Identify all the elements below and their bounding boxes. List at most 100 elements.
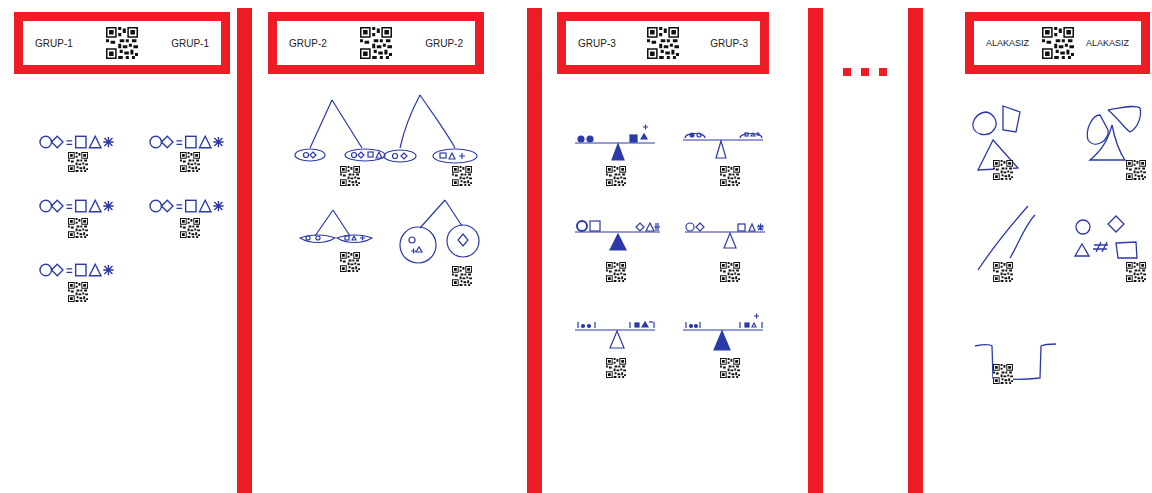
seesaw-sketches	[714, 331, 730, 350]
seesaw-sketches	[690, 133, 694, 137]
qr-codes	[68, 282, 88, 302]
seesaw-sketches	[683, 329, 763, 330]
seesaw-sketches	[654, 223, 660, 231]
unrelated-sketches	[1003, 106, 1020, 132]
tree-sketches	[345, 149, 385, 161]
tree-sketches	[360, 236, 365, 241]
tree-sketches	[352, 236, 356, 240]
divider-bars	[237, 8, 252, 493]
seesaw-sketches	[740, 322, 762, 328]
seesaw-sketches	[636, 223, 644, 231]
seesaw-sketches	[630, 322, 654, 328]
seesaw-sketches	[686, 322, 700, 328]
tree-sketches	[310, 152, 316, 158]
tree-sketches	[409, 237, 415, 243]
qr-codes	[720, 262, 740, 282]
tree-sketches	[376, 152, 382, 158]
group-label: GRUP-3	[710, 38, 748, 49]
seesaw-sketches	[590, 221, 600, 231]
divider-bars	[908, 8, 923, 493]
qr-code	[647, 27, 679, 59]
tree-sketches	[358, 152, 364, 158]
qr-codes	[993, 262, 1013, 282]
seesaw-sketches	[578, 136, 584, 142]
seesaw-sketches	[757, 224, 764, 231]
tree-sketches	[401, 153, 407, 159]
group-label: GRUP-2	[425, 38, 463, 49]
tree-sketches	[400, 227, 436, 263]
seesaw-sketches	[649, 321, 653, 322]
qr-codes	[606, 262, 626, 282]
qr-codes	[720, 166, 740, 186]
tree-sketches	[337, 235, 372, 243]
unrelated-sketches	[973, 106, 1141, 380]
tree-sketches	[345, 236, 349, 240]
qr-codes	[993, 160, 1013, 180]
unrelated-sketches	[973, 112, 996, 135]
qr-codes	[1126, 262, 1146, 282]
group-label: ALAKASIZ	[986, 38, 1029, 48]
seesaw-sketches	[697, 133, 701, 137]
qr-code	[106, 27, 138, 59]
seesaw-sketches	[756, 132, 760, 136]
unrelated-sketches	[1093, 242, 1108, 252]
equation-sketches	[40, 136, 114, 148]
divider-bars	[808, 8, 823, 493]
unrelated-sketches	[975, 344, 1056, 380]
seesaw-sketches	[716, 141, 726, 158]
group-header: GRUP-3GRUP-3	[557, 12, 769, 74]
tree-sketches	[459, 153, 465, 159]
seesaw-sketches	[695, 325, 698, 328]
tree-sketches	[433, 149, 477, 163]
seesaw-sketches	[696, 223, 704, 231]
seesaw-sketches	[683, 139, 763, 140]
group-header: GRUP-2GRUP-2	[268, 12, 484, 74]
tree-sketches	[316, 236, 320, 240]
seesaw-sketches	[752, 323, 756, 327]
tree-sketches	[315, 210, 350, 236]
seesaw-sketches	[635, 323, 639, 327]
ellipsis-dots	[843, 68, 887, 76]
seesaw-sketches	[738, 224, 745, 231]
divider-bars	[527, 8, 542, 493]
seesaw-sketches	[577, 221, 587, 231]
tree-sketches	[411, 249, 416, 254]
tree-sketches	[393, 154, 398, 159]
seesaw-sketches	[754, 314, 759, 319]
qr-codes	[606, 166, 626, 186]
tree-sketches	[368, 152, 373, 157]
group-label: GRUP-1	[171, 38, 209, 49]
seesaw-sketches	[578, 322, 595, 328]
group-label: ALAKASIZ	[1086, 38, 1129, 48]
qr-code	[360, 27, 392, 59]
qr-codes	[452, 166, 472, 186]
seesaw-sketches	[587, 136, 593, 142]
seesaw-sketches	[610, 234, 626, 250]
qr-codes	[68, 152, 88, 172]
tree-sketches	[440, 153, 446, 158]
unrelated-sketches	[1087, 115, 1108, 144]
seesaw-sketches	[685, 134, 705, 139]
seesaw-sketches	[646, 223, 654, 231]
ellipsis-dots	[861, 68, 869, 76]
tree-sketches	[310, 100, 362, 148]
seesaw-sketches	[690, 325, 693, 328]
qr-code	[1042, 27, 1074, 59]
seesaw-sketches	[575, 125, 765, 351]
tree-sketches	[458, 234, 468, 246]
unrelated-sketches	[1108, 216, 1124, 232]
seesaw-sketches	[575, 142, 655, 143]
seesaw-sketches	[643, 125, 648, 130]
tree-sketches	[352, 153, 357, 158]
qr-codes	[180, 152, 200, 172]
group-header: GRUP-1GRUP-1	[14, 12, 230, 74]
seesaw-sketches	[749, 224, 755, 231]
seesaw-sketches	[745, 323, 749, 327]
unrelated-sketches	[1116, 242, 1137, 258]
seesaw-sketches	[724, 233, 736, 248]
unrelated-sketches	[1075, 244, 1089, 256]
equation-sketches	[150, 200, 224, 212]
qr-code	[1042, 27, 1074, 59]
seesaw-sketches	[641, 134, 647, 139]
qr-code	[106, 27, 138, 59]
